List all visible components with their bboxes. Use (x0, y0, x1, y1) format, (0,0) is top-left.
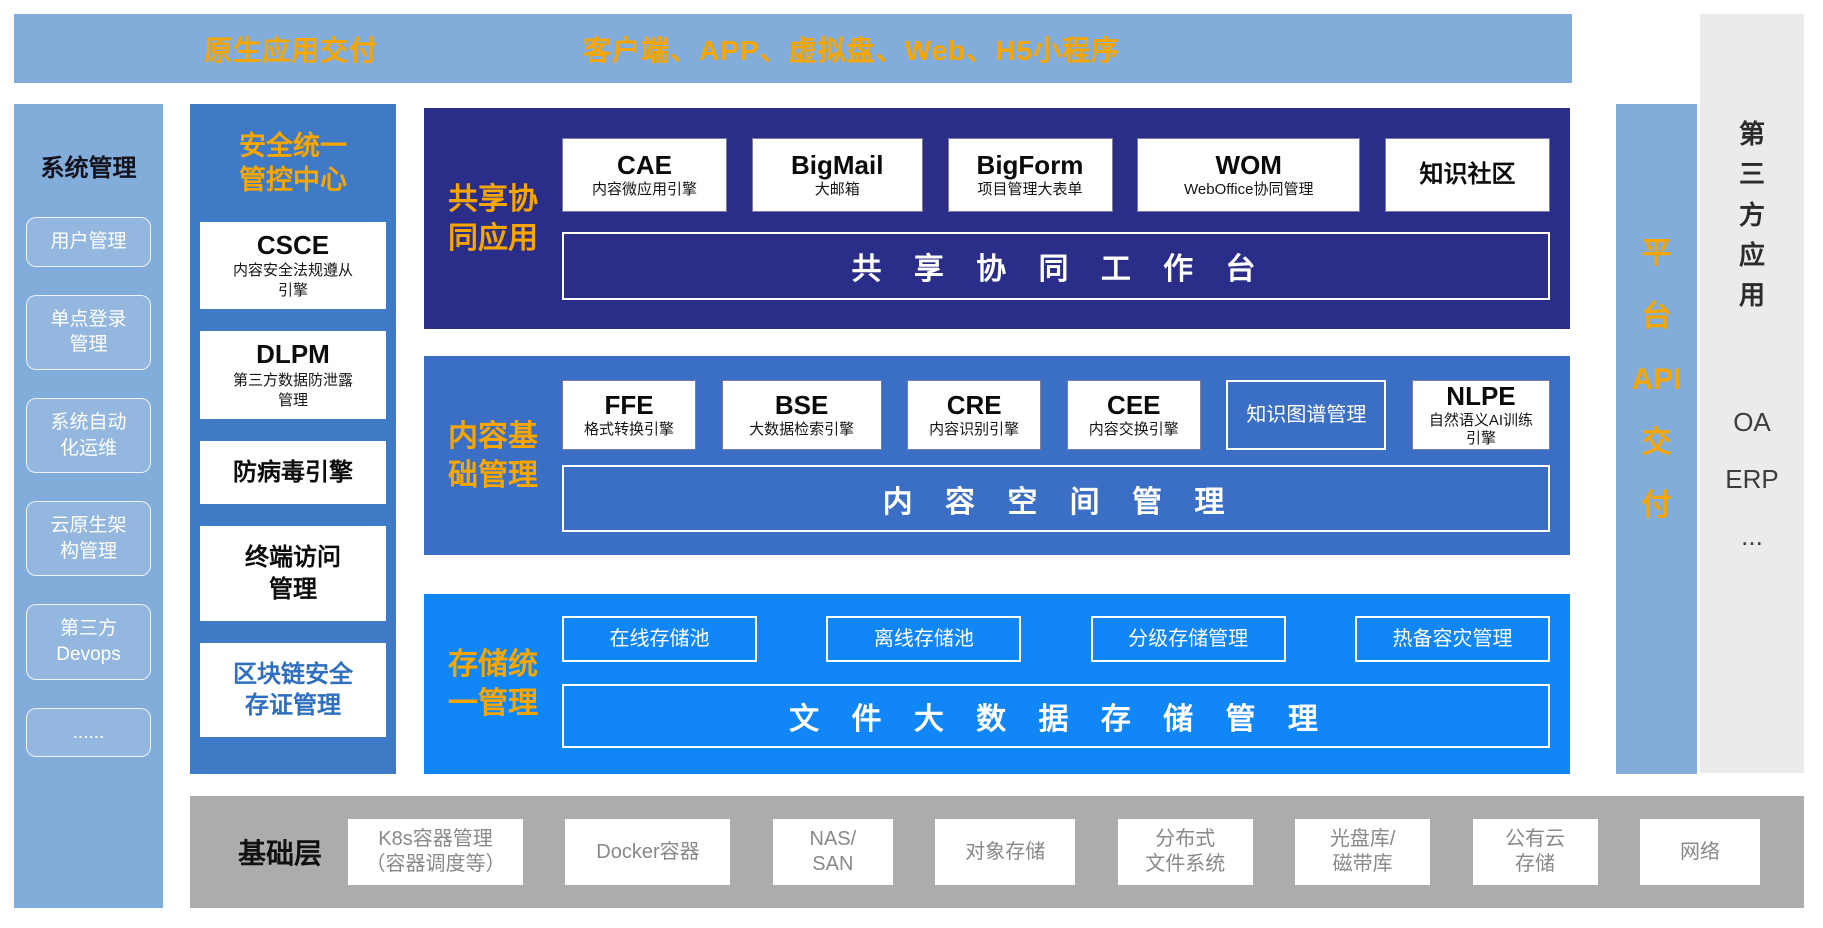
system-item-cloud-native-arch: 云原生架 构管理 (26, 501, 151, 577)
security-box-subtitle: 第三方数据防泄露 管理 (232, 372, 353, 409)
security-box-terminal-access: 终端访问 管理 (200, 526, 386, 621)
engine-box-subtitle: 内容识别引擎 (929, 421, 1020, 439)
security-box-antivirus-engine: 防病毒引擎 (200, 441, 386, 505)
file-bigdata-storage-bar: 文 件 大 数 据 存 储 管 理 (562, 684, 1550, 748)
security-box-csce: CSCE 内容安全法规遵从 引擎 (200, 221, 386, 310)
app-box-knowledge-community: 知识社区 (1385, 138, 1550, 212)
storage-pool-row: 在线存储池 离线存储池 分级存储管理 热备容灾管理 (562, 594, 1550, 662)
storage-box-offline-pool: 离线存储池 (826, 616, 1022, 662)
app-box-subtitle: 内容微应用引擎 (591, 181, 697, 199)
engine-box-ffe: FFE 格式转换引擎 (562, 380, 696, 450)
system-item-more: ...... (26, 707, 151, 758)
third-party-item-oa: OA (1733, 407, 1771, 438)
platform-api-delivery-label: 平 台 API 交 付 (1631, 237, 1682, 522)
security-box-subtitle: 内容安全法规遵从 引擎 (232, 262, 353, 299)
engine-box-title: FFE (604, 389, 654, 420)
app-box-title: BigMail (791, 149, 884, 180)
engine-box-knowledge-graph: 知识图谱管理 (1226, 380, 1387, 450)
app-box-subtitle: 大邮箱 (814, 181, 860, 199)
engine-box-bse: BSE 大数据检索引擎 (721, 380, 882, 450)
system-item-sso-management: 单点登录 管理 (26, 294, 151, 370)
shared-collaboration-label: 共享协 同应用 (448, 182, 538, 255)
storage-box-online-pool: 在线存储池 (562, 616, 757, 662)
engine-box-subtitle: 大数据检索引擎 (749, 421, 855, 439)
third-party-item-more: ... (1741, 521, 1763, 552)
engine-box-subtitle: 格式转换引擎 (583, 421, 674, 439)
base-box-object-storage: 对象存储 (935, 819, 1076, 885)
base-layer-label: 基础层 (238, 838, 323, 869)
native-app-delivery-banner: 原生应用交付 客户端、APP、虚拟盘、Web、H5小程序 (14, 14, 1572, 83)
system-item-third-party-devops: 第三方 Devops (26, 604, 151, 680)
engine-box-subtitle: 自然语义AI训练 引擎 (1428, 412, 1534, 448)
app-box-bigmail: BigMail 大邮箱 (751, 138, 923, 212)
system-management-panel: 系统管理 用户管理 单点登录 管理 系统自动 化运维 云原生架 构管理 第三方 … (14, 104, 163, 908)
security-box-title: DLPM (256, 339, 330, 370)
content-engine-row: FFE 格式转换引擎 BSE 大数据检索引擎 CRE 内容识别引擎 CEE 内容… (562, 356, 1550, 450)
engine-box-cre: CRE 内容识别引擎 (907, 380, 1042, 450)
app-box-title: 知识社区 (1419, 160, 1516, 188)
content-base-management-content: FFE 格式转换引擎 BSE 大数据检索引擎 CRE 内容识别引擎 CEE 内容… (562, 356, 1570, 555)
security-box-title: CSCE (256, 229, 330, 260)
system-item-user-management: 用户管理 (26, 217, 151, 267)
security-control-title: 安全统一 管控中心 (239, 131, 347, 195)
engine-box-nlpe: NLPE 自然语义AI训练 引擎 (1411, 380, 1550, 450)
third-party-item-erp: ERP (1725, 464, 1779, 495)
security-box-blockchain-evidence: 区块链安全 存证管理 (200, 642, 386, 738)
app-box-title: CAE (617, 149, 672, 180)
base-box-distributed-file-system: 分布式 文件系统 (1117, 819, 1253, 885)
content-space-management-bar: 内 容 空 间 管 理 (562, 465, 1550, 532)
base-box-optical-tape-library: 光盘库/ 磁带库 (1295, 819, 1431, 885)
app-box-wom: WOM WebOffice协同管理 (1137, 138, 1361, 212)
client-channels-label: 客户端、APP、虚拟盘、Web、H5小程序 (583, 34, 1120, 66)
base-box-public-cloud-storage: 公有云 存储 (1472, 819, 1598, 885)
engine-box-subtitle: 内容交换引擎 (1088, 421, 1179, 439)
engine-box-title: CRE (946, 389, 1002, 420)
collab-app-row: CAE 内容微应用引擎 BigMail 大邮箱 BigForm 项目管理大表单 … (562, 108, 1550, 212)
app-box-subtitle: WebOffice协同管理 (1184, 181, 1314, 199)
base-box-network: 网络 (1639, 819, 1760, 885)
system-item-automated-ops: 系统自动 化运维 (26, 397, 151, 474)
app-box-cae: CAE 内容微应用引擎 (562, 138, 727, 212)
content-base-management-section: 内容基 础管理 FFE 格式转换引擎 BSE 大数据检索引擎 CRE 内容识别引… (424, 356, 1570, 555)
base-box-docker-container: Docker容器 (565, 819, 731, 885)
app-box-subtitle: 项目管理大表单 (977, 181, 1083, 199)
third-party-application-column: 第 三 方 应 用 OA ERP ... (1700, 14, 1804, 773)
content-base-management-label: 内容基 础管理 (448, 419, 538, 492)
shared-collaboration-content: CAE 内容微应用引擎 BigMail 大邮箱 BigForm 项目管理大表单 … (562, 108, 1570, 329)
shared-collaboration-workbench-bar: 共 享 协 同 工 作 台 (562, 232, 1550, 300)
security-control-boxes: CSCE 内容安全法规遵从 引擎 DLPM 第三方数据防泄露 管理 防病毒引擎 … (190, 221, 396, 738)
system-management-title: 系统管理 (40, 155, 137, 182)
base-box-nas-san: NAS/ SAN (772, 819, 893, 885)
engine-box-title: NLPE (1446, 380, 1516, 411)
shared-collaboration-section: 共享协 同应用 CAE 内容微应用引擎 BigMail 大邮箱 BigForm … (424, 108, 1570, 329)
platform-api-delivery-column: 平 台 API 交 付 (1616, 104, 1697, 774)
storage-unified-management-section: 存储统 一管理 在线存储池 离线存储池 分级存储管理 热备容灾管理 文 件 大 … (424, 594, 1570, 774)
base-box-k8s-container-management: K8s容器管理 （容器调度等） (348, 819, 524, 885)
storage-unified-management-content: 在线存储池 离线存储池 分级存储管理 热备容灾管理 文 件 大 数 据 存 储 … (562, 594, 1570, 774)
base-layer-boxes: K8s容器管理 （容器调度等） Docker容器 NAS/ SAN 对象存储 分… (348, 819, 1760, 885)
system-management-items: 用户管理 单点登录 管理 系统自动 化运维 云原生架 构管理 第三方 Devop… (14, 217, 163, 758)
third-party-application-items: OA ERP ... (1725, 407, 1778, 552)
native-app-delivery-label: 原生应用交付 (204, 34, 379, 66)
app-box-bigform: BigForm 项目管理大表单 (947, 138, 1113, 212)
security-control-panel: 安全统一 管控中心 CSCE 内容安全法规遵从 引擎 DLPM 第三方数据防泄露… (190, 104, 396, 774)
app-box-title: BigForm (976, 149, 1084, 180)
engine-box-title: BSE (774, 389, 829, 420)
storage-box-hot-backup-dr: 热备容灾管理 (1354, 616, 1550, 662)
storage-unified-management-label: 存储统 一管理 (448, 648, 538, 720)
storage-box-tiered-storage: 分级存储管理 (1090, 616, 1286, 662)
base-infrastructure-layer: 基础层 K8s容器管理 （容器调度等） Docker容器 NAS/ SAN 对象… (190, 796, 1804, 908)
security-box-dlpm: DLPM 第三方数据防泄露 管理 (200, 331, 386, 420)
app-box-title: WOM (1215, 149, 1282, 180)
engine-box-title: CEE (1107, 389, 1161, 420)
third-party-application-title: 第 三 方 应 用 (1738, 119, 1765, 311)
engine-box-cee: CEE 内容交换引擎 (1066, 380, 1201, 450)
